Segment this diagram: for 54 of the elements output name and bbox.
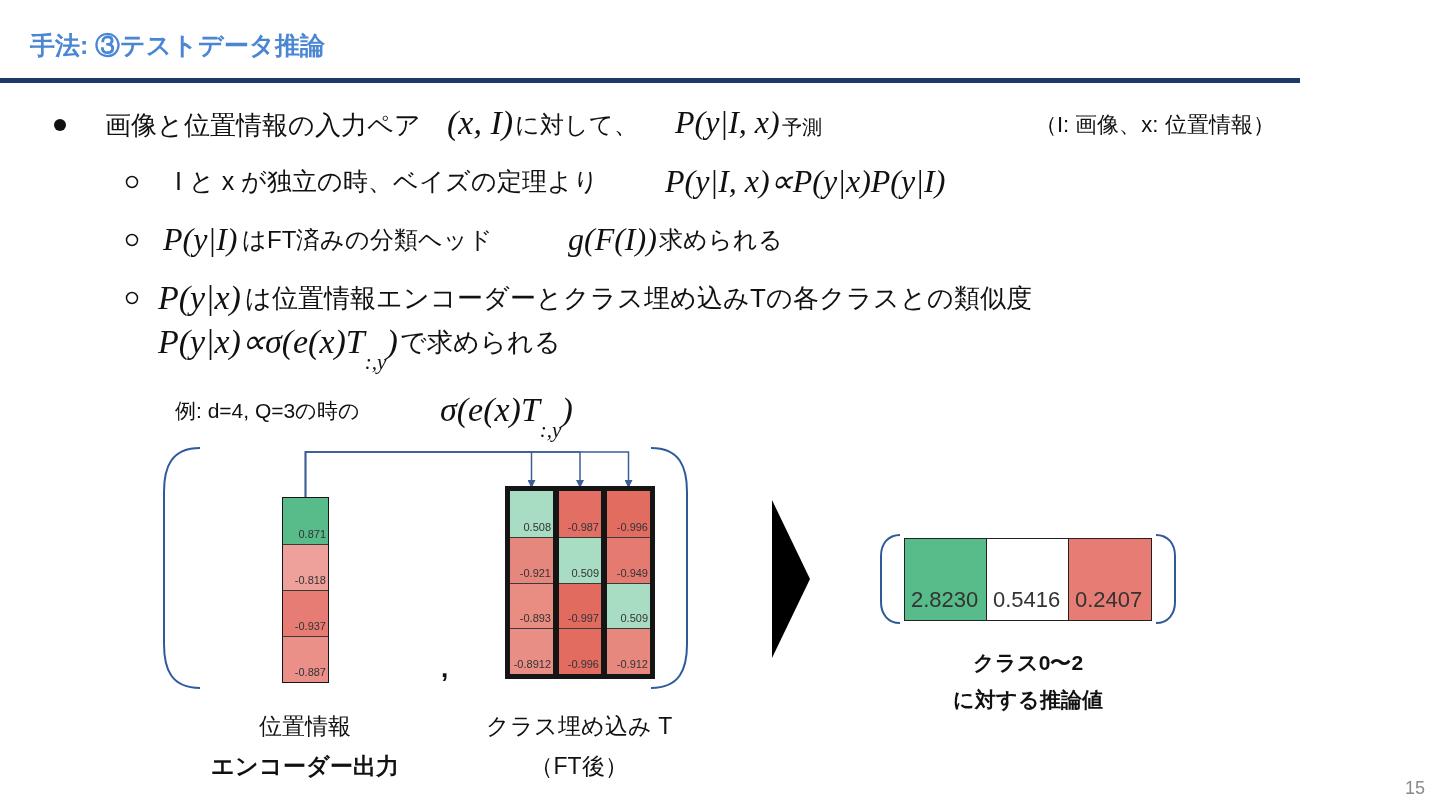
node-label: （FT後）	[530, 753, 628, 781]
result-cell: 0.2407	[1068, 538, 1152, 621]
math-formula: σ(e(x)T$_{:,y}$)	[440, 389, 573, 441]
matrix-column	[507, 488, 556, 677]
node-label: クラス埋め込み T	[485, 713, 673, 741]
matrix-cell: -0.996	[607, 491, 650, 537]
matrix-cell: -0.997	[559, 582, 601, 629]
slide-title: 手法: ③テストデータ推論	[30, 30, 326, 60]
bullet-text: I と x が独立の時、ベイズの定理より	[175, 166, 600, 198]
example-text: 例: d=4, Q=3の時の	[175, 397, 361, 424]
parentheses	[880, 534, 1176, 624]
math-formula: P(y|I, x)∝P(y|x)P(y|I)	[665, 162, 946, 201]
page-number: 15	[1405, 776, 1426, 800]
vector-cell: -0.818	[283, 544, 328, 590]
parentheses	[163, 447, 688, 689]
node-label: に対する推論値	[953, 687, 1103, 713]
bullet-text: はFT済みの分類ヘッド	[242, 225, 494, 255]
matrix-cell: -0.987	[559, 491, 601, 537]
matrix-cell: -0.996	[559, 628, 601, 674]
matrix	[505, 486, 655, 679]
bullet-text: は位置情報エンコーダーとクラス埋め込みTの各クラスとの類似度	[245, 281, 1032, 315]
result-cell: 2.8230	[904, 538, 988, 621]
vector-cell: -0.937	[283, 590, 328, 636]
math-formula: P(y|I)	[163, 220, 238, 259]
matrix-column	[556, 488, 604, 677]
node-label: クラス0〜2	[972, 650, 1084, 676]
matrix-cell: 0.509	[559, 536, 601, 583]
node-label: エンコーダー出力	[211, 753, 399, 781]
vector-cell: -0.887	[283, 636, 328, 682]
node-label: 位置情報	[259, 713, 351, 741]
vector-column	[282, 497, 329, 683]
bullet-text: 画像と位置情報の入力ペア	[105, 108, 421, 142]
bullet-text: 求められる	[659, 225, 783, 255]
math-formula: (x, I)	[447, 102, 514, 143]
vector-cell: 0.871	[283, 498, 328, 544]
chevron-arrow	[772, 500, 810, 658]
matrix-cell: -0.921	[510, 536, 553, 583]
matrix-column	[604, 488, 653, 677]
bullet-text: で求められる	[400, 325, 561, 359]
matrix-cell: 0.508	[510, 491, 553, 537]
matrix-cell: -0.912	[607, 628, 650, 674]
math-formula: P(y|x)∝σ(e(x)T$_{:,y}$)	[158, 321, 398, 373]
math-formula: g(F(I))	[568, 220, 657, 259]
matrix-cell: -0.893	[510, 582, 553, 629]
matrix-cell: -0.8912	[510, 628, 553, 674]
bullet-text: 予測	[782, 114, 822, 140]
math-formula: P(y|I, x)	[675, 103, 780, 142]
math-formula: P(y|x)	[158, 277, 241, 318]
matrix-cell: 0.509	[607, 582, 650, 629]
matrix-cell: -0.949	[607, 536, 650, 583]
bullet-text: に対して、	[515, 110, 638, 140]
separator-comma: ,	[441, 651, 449, 685]
note-text: （I: 画像、x: 位置情報）	[1035, 111, 1275, 140]
result-cell: 0.5416	[986, 538, 1070, 621]
